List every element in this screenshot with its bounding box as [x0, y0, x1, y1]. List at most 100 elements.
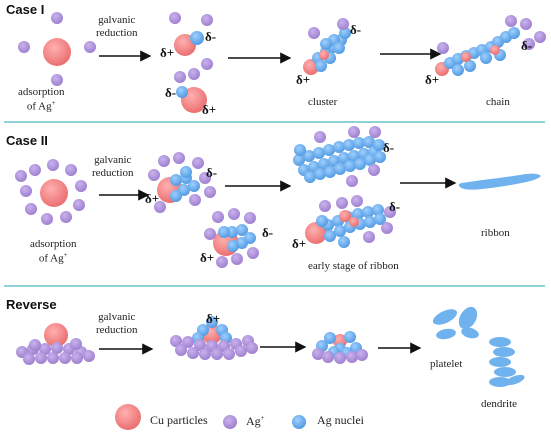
delta-plus: δ+: [425, 72, 440, 87]
ribbon-label: ribbon: [481, 227, 510, 239]
ag-nucleus: [344, 160, 356, 172]
ag-nucleus: [316, 215, 328, 227]
delta-plus: δ+: [160, 45, 175, 60]
ag-nucleus: [364, 216, 376, 228]
ag-ion: [523, 38, 535, 50]
cu-particle: [43, 38, 71, 66]
ag-ion: [47, 159, 59, 171]
ag-ion: [29, 164, 41, 176]
ag-ion: [154, 201, 166, 213]
ag-dendrite-layer: [494, 367, 516, 377]
ag-platelet: [436, 328, 456, 340]
ag-nucleus: [334, 163, 346, 175]
cu-particle: [40, 179, 68, 207]
ag-nucleus: [244, 232, 256, 244]
ag-ion: [368, 164, 380, 176]
ag-ion: [59, 352, 71, 364]
section-divider: [4, 121, 545, 123]
ag-ion: [319, 200, 331, 212]
ag-ion: [322, 351, 334, 363]
ag-nucleus: [324, 230, 336, 242]
delta-minus: δ-: [389, 199, 401, 214]
ag-ion: [194, 339, 206, 351]
ag-ion: [337, 18, 349, 30]
cu-particle: [305, 222, 327, 244]
ag-ion: [384, 206, 396, 218]
ag-nucleus: [362, 206, 374, 218]
ag-nucleus: [206, 316, 218, 328]
ag-nucleus: [303, 150, 315, 162]
dendrite-label: dendrite: [481, 398, 518, 410]
delta-minus: δ-: [165, 85, 177, 100]
ag-ion: [51, 342, 63, 354]
ag-ion: [70, 338, 82, 350]
ag-ion: [534, 31, 546, 43]
ag-ion: [201, 58, 213, 70]
cu-particle: [319, 50, 329, 60]
section-divider: [4, 285, 545, 287]
platelet-label: platelet: [430, 358, 463, 370]
ag-ion: [188, 68, 200, 80]
delta-plus: δ+: [202, 102, 217, 117]
ag-nucleus: [324, 166, 336, 178]
ag-ion: [15, 170, 27, 182]
ag-ion: [201, 14, 213, 26]
ag-nucleus: [170, 174, 182, 186]
ag-nucleus: [334, 225, 346, 237]
delta-minus: δ-: [383, 140, 395, 155]
ag-ion: [204, 228, 216, 240]
ag-nucleus: [180, 166, 192, 178]
ag-nucleus: [170, 190, 182, 202]
ag-ion: [314, 131, 326, 143]
delta-minus: δ-: [206, 165, 218, 180]
chain-label: chain: [486, 96, 510, 108]
ag-ion: [223, 415, 237, 429]
ag-ion: [169, 12, 181, 24]
cu-particle: [339, 210, 351, 222]
ag-ion: [148, 169, 160, 181]
ag-ion: [356, 349, 368, 361]
ag-ion: [60, 211, 72, 223]
ag-nucleus: [452, 64, 464, 76]
ag-ion: [20, 185, 32, 197]
ag-ion: [47, 352, 59, 364]
ag-ion: [336, 197, 348, 209]
ag-ion: [71, 352, 83, 364]
delta-plus: δ+: [145, 191, 160, 206]
ag-ion: [187, 347, 199, 359]
ag-nucleus: [372, 204, 384, 216]
ag-ion: [505, 15, 517, 27]
delta-plus: δ+: [200, 250, 215, 265]
ag-ion: [369, 126, 381, 138]
ag-ion: [223, 348, 235, 360]
ag-platelet: [461, 327, 479, 339]
ag-nucleus: [313, 147, 325, 159]
ag-ion: [247, 247, 259, 259]
ag-nucleus: [294, 144, 306, 156]
cluster-label: cluster: [308, 96, 338, 108]
delta-minus: δ-: [521, 38, 533, 53]
ag-nucleus: [218, 226, 230, 238]
ag-ion: [199, 172, 211, 184]
ag-ion: [175, 344, 187, 356]
ag-nucleus: [315, 60, 327, 72]
ag-ion: [41, 213, 53, 225]
ag-ion: [308, 27, 320, 39]
ag-ion: [51, 74, 63, 86]
ag-ion: [199, 348, 211, 360]
early-stage-label: early stage of ribbon: [308, 260, 399, 272]
ag-ion: [235, 345, 247, 357]
legend-ag-ion-label: Ag+: [246, 414, 265, 428]
legend-ag-nuclei-label: Ag nuclei: [317, 413, 364, 427]
ag-ion: [25, 203, 37, 215]
ag-nucleus: [374, 151, 386, 163]
ag-ion: [192, 157, 204, 169]
case-2-title: Case II: [6, 133, 48, 148]
ag-ion: [334, 352, 346, 364]
ag-nucleus: [480, 52, 492, 64]
ag-nucleus: [324, 332, 336, 344]
ag-nucleus: [304, 171, 316, 183]
